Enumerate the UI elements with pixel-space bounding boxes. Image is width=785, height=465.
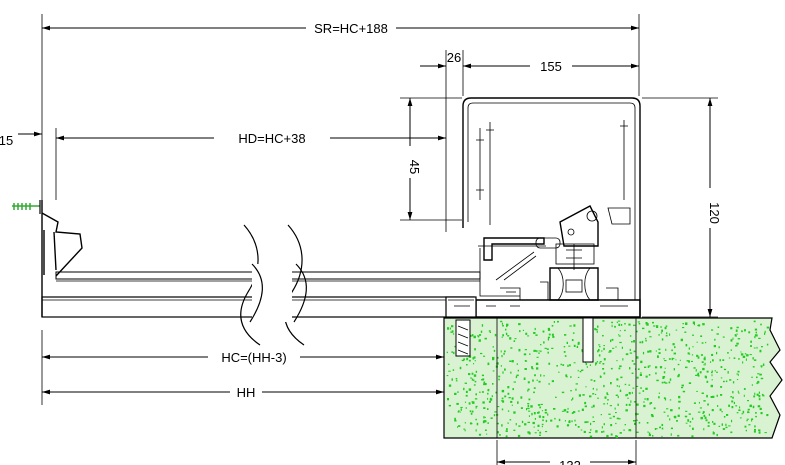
dimension-15: 15 <box>0 131 42 148</box>
dim-label-hc: HC=(HH-3) <box>221 350 286 365</box>
dimension-45: 45 <box>407 98 422 220</box>
dim-label-sr: SR=HC+188 <box>314 21 388 36</box>
dimension-sr: SR=HC+188 <box>42 19 639 36</box>
dim-label-132: 132 <box>559 458 581 465</box>
carriage-housing <box>445 97 641 318</box>
dim-label-hd: HD=HC+38 <box>238 131 305 146</box>
dim-label-hh: HH <box>237 385 256 400</box>
dimension-120: 120 <box>707 98 722 317</box>
concrete-speckle-pattern <box>446 320 770 439</box>
dim-label-120: 120 <box>707 202 722 224</box>
dimension-26: 26 <box>420 50 461 69</box>
dimension-hd: HD=HC+38 <box>56 131 446 146</box>
dim-label-26: 26 <box>447 50 461 65</box>
floor-anchor <box>455 317 594 363</box>
dim-label-155: 155 <box>540 59 562 74</box>
dimension-132: 132 <box>497 458 636 465</box>
dimension-155: 155 <box>463 59 639 74</box>
dim-label-15: 15 <box>0 133 13 148</box>
concrete-foundation <box>443 317 783 439</box>
dimension-hc: HC=(HH-3) <box>42 350 444 365</box>
break-symbol <box>240 224 307 346</box>
dimension-hh: HH <box>42 385 444 400</box>
bottom-guide-pin <box>582 317 594 363</box>
dim-label-45: 45 <box>407 160 422 174</box>
